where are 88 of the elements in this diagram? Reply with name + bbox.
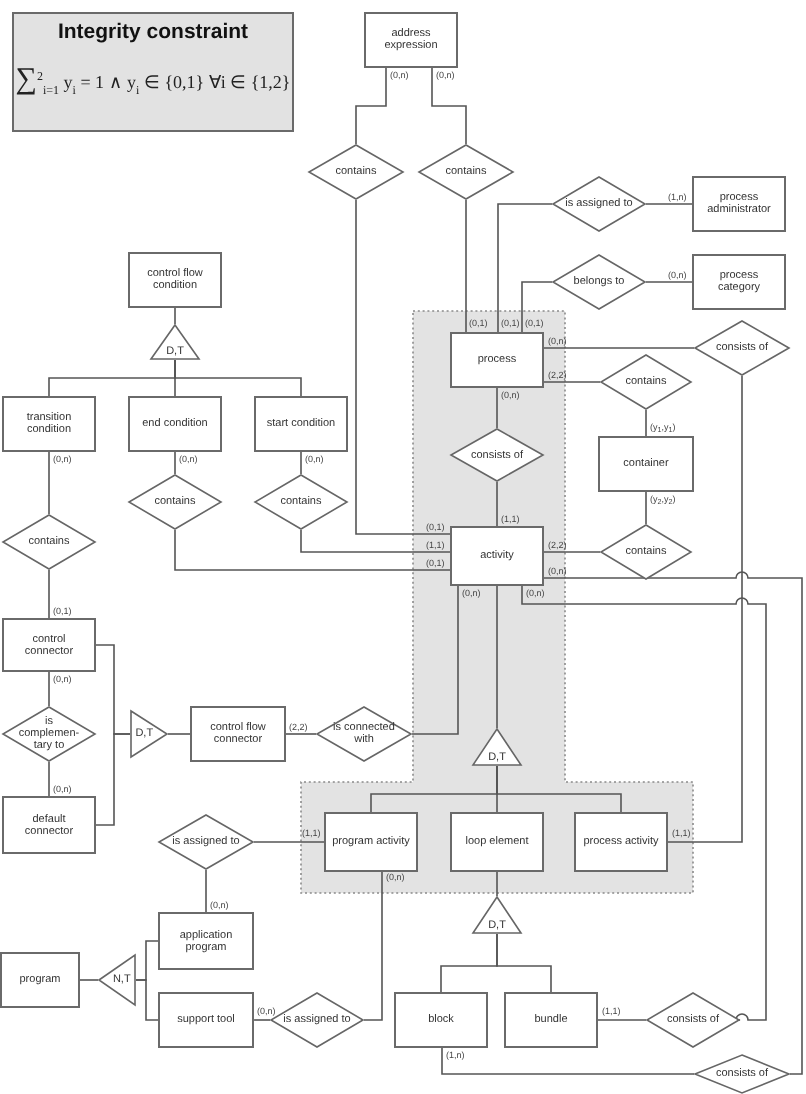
connector-line: [167, 733, 191, 735]
relationship-diamond: [694, 1054, 790, 1094]
generalization-triangle: [472, 896, 522, 934]
connector-line: [543, 571, 803, 1075]
connector-line: [431, 67, 467, 145]
connector-line: [597, 1019, 647, 1021]
connector-line: [300, 529, 451, 553]
entity-box: [190, 706, 286, 762]
connector-line: [645, 203, 693, 205]
connector-line: [521, 585, 767, 1021]
connector-line: [497, 203, 553, 333]
relationship-diamond: [646, 992, 740, 1048]
connector-line: [543, 381, 601, 383]
connector-line: [174, 307, 176, 325]
relationship-diamond: [308, 144, 404, 200]
entity-box: [2, 618, 96, 672]
entity-box: [128, 396, 222, 452]
panel-title: Integrity constraint: [57, 20, 249, 44]
entity-box: [364, 12, 458, 68]
connector-line: [174, 359, 302, 397]
connector-line: [543, 551, 601, 553]
connector-line: [496, 871, 498, 897]
entity-box: [598, 436, 694, 492]
relationship-diamond: [2, 706, 96, 762]
entity-box: [0, 952, 80, 1008]
relationship-diamond: [128, 474, 222, 530]
connector-line: [355, 199, 451, 535]
connector-line: [496, 585, 498, 729]
connector-line: [521, 281, 553, 333]
relationship-diamond: [2, 514, 96, 570]
connector-line: [411, 585, 459, 735]
connector-line: [496, 481, 498, 527]
connector-line: [174, 529, 451, 571]
generalization-triangle: [150, 324, 200, 360]
connector-line: [95, 733, 131, 826]
entity-box: [324, 812, 418, 872]
connector-line: [355, 67, 387, 145]
relationship-diamond: [694, 320, 790, 376]
connector-line: [543, 347, 695, 349]
connector-line: [135, 979, 159, 1021]
connector-line: [285, 733, 317, 735]
connector-line: [496, 933, 552, 993]
connector-line: [205, 869, 207, 913]
relationship-diamond: [418, 144, 514, 200]
connector-line: [465, 199, 467, 333]
entity-box: [450, 526, 544, 586]
relationship-diamond: [600, 524, 692, 580]
relationship-diamond: [316, 706, 412, 762]
connector-line: [441, 1047, 695, 1075]
relationship-diamond: [600, 354, 692, 410]
relationship-diamond: [254, 474, 348, 530]
entity-box: [692, 176, 786, 232]
relationship-diamond: [552, 176, 646, 232]
connector-line: [300, 451, 302, 475]
entity-box: [574, 812, 668, 872]
entity-box: [394, 992, 488, 1048]
connector-line: [79, 979, 99, 981]
connector-line: [253, 1019, 271, 1021]
connector-line: [174, 451, 176, 475]
relationship-diamond: [450, 428, 544, 482]
connector-line: [496, 387, 498, 429]
connector-line: [48, 761, 50, 797]
connector-line: [48, 671, 50, 707]
entity-box: [450, 812, 544, 872]
entity-box: [450, 332, 544, 388]
connector-line: [496, 765, 622, 813]
generalization-triangle: [98, 954, 136, 1006]
connector-line: [253, 841, 325, 843]
connector-line: [48, 451, 50, 515]
generalization-triangle: [130, 710, 168, 758]
connector-line: [667, 375, 743, 843]
entity-box: [504, 992, 598, 1048]
formula-text: ∑$^{2}$$_{i=1}$ y$_{i}$ = 1 ∧ y$_{i}$ ∈ {0,1} ∀i ∈ {1,2}: [15, 66, 291, 96]
entity-box: [2, 796, 96, 854]
entity-box: [254, 396, 348, 452]
connector-line: [645, 491, 647, 525]
entity-box: [128, 252, 222, 308]
connector-line: [363, 871, 383, 1021]
constraint-panel: [12, 12, 294, 132]
connector-line: [645, 409, 647, 437]
entity-box: [158, 992, 254, 1048]
relationship-diamond: [158, 814, 254, 870]
connector-line: [645, 281, 693, 283]
entity-box: [2, 396, 96, 452]
entity-box: [692, 254, 786, 310]
connector-line: [48, 569, 50, 619]
generalization-triangle: [472, 728, 522, 766]
entity-box: [158, 912, 254, 970]
